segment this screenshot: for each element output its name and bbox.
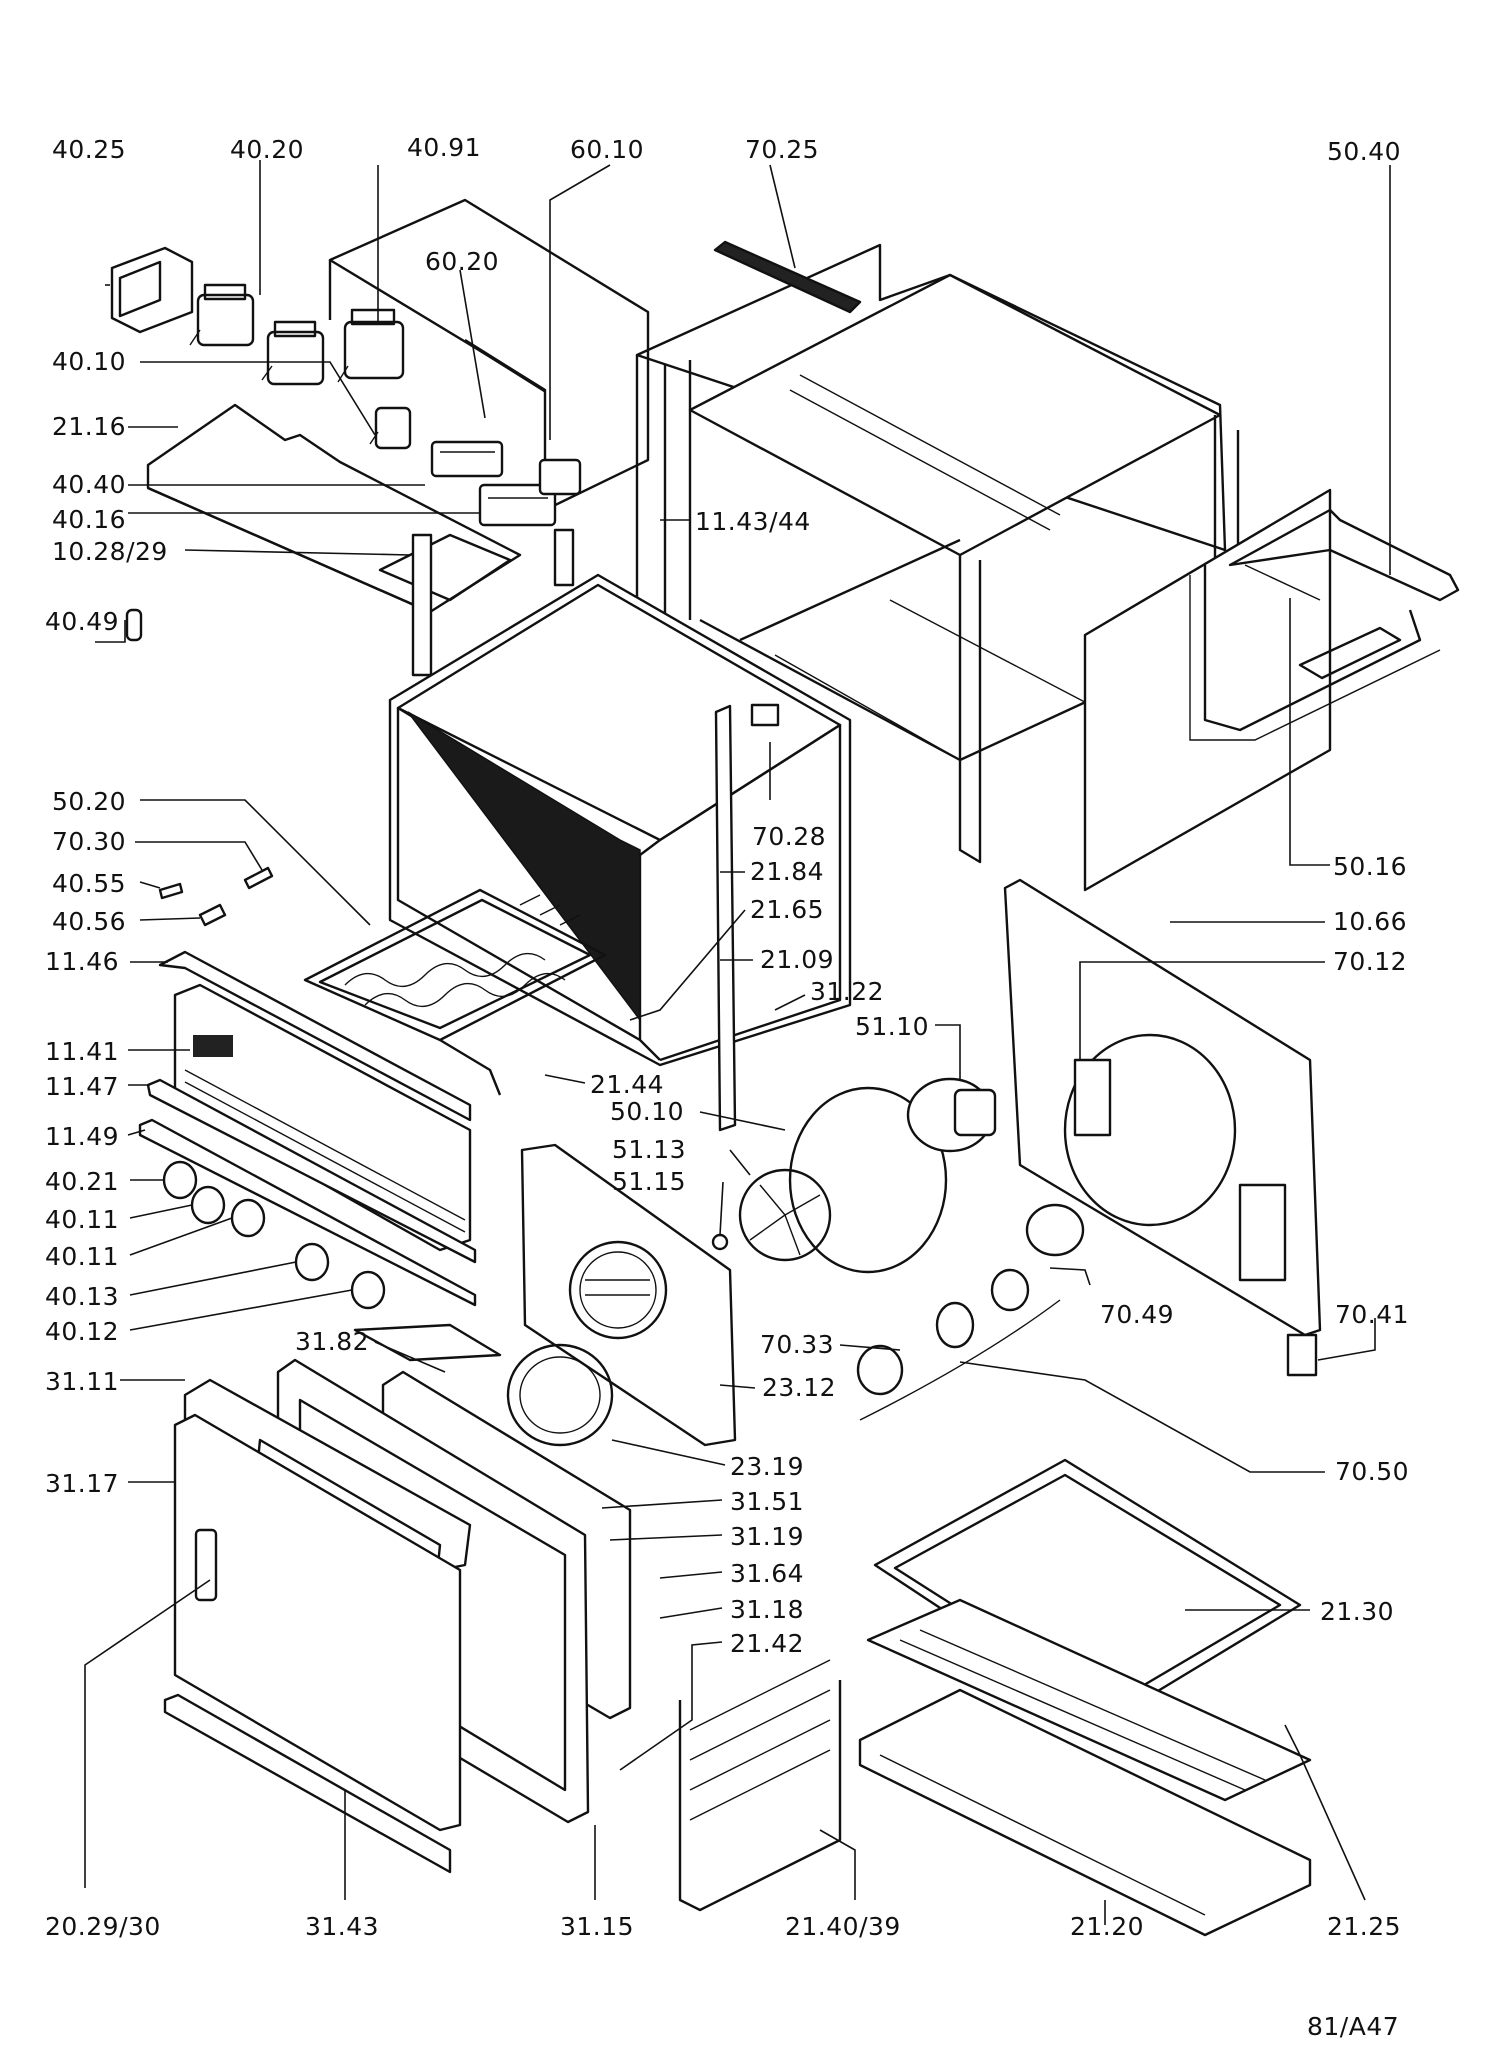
label-40-40: 40.40 — [52, 470, 126, 499]
label-51-13: 51.13 — [612, 1135, 686, 1164]
fan-cover-part — [520, 1143, 737, 1447]
leader-lines — [84, 160, 1391, 1925]
control-knobs-part — [162, 1160, 386, 1310]
control-fascia-part — [158, 950, 472, 1252]
mounting-bracket-part — [411, 528, 575, 677]
label-40-21: 40.21 — [45, 1167, 119, 1196]
shelf-supports-part — [678, 1659, 842, 1912]
label-31-19: 31.19 — [730, 1522, 804, 1551]
label-40-11-a: 40.11 — [45, 1205, 119, 1234]
label-40-11-b: 40.11 — [45, 1242, 119, 1271]
label-21-42: 21.42 — [730, 1629, 804, 1658]
drawing-code: 81/A47 — [1307, 2012, 1399, 2041]
label-21-84: 21.84 — [750, 857, 824, 886]
label-21-09: 21.09 — [760, 945, 834, 974]
fan-blade-part — [711, 1086, 948, 1274]
label-50-10: 50.10 — [610, 1097, 684, 1126]
label-31-51: 31.51 — [730, 1487, 804, 1516]
label-40-25: 40.25 — [52, 135, 126, 164]
label-40-55: 40.55 — [52, 869, 126, 898]
label-70-28: 70.28 — [752, 822, 826, 851]
label-11-43-44: 11.43/44 — [695, 507, 811, 536]
rear-panel-part — [1003, 878, 1322, 1337]
drip-pan-part — [858, 1688, 1312, 1937]
small-fittings-part — [158, 866, 274, 927]
label-10-66: 10.66 — [1333, 907, 1407, 936]
label-70-41: 70.41 — [1335, 1300, 1409, 1329]
label-40-49: 40.49 — [45, 607, 119, 636]
label-70-25: 70.25 — [745, 135, 819, 164]
label-21-65: 21.65 — [750, 895, 824, 924]
selector-switches-part — [189, 283, 325, 386]
label-50-20: 50.20 — [52, 787, 126, 816]
label-31-64: 31.64 — [730, 1559, 804, 1588]
label-70-12: 70.12 — [1333, 947, 1407, 976]
label-60-10: 60.10 — [570, 135, 644, 164]
terminal-blocks-part — [430, 440, 582, 527]
small-switch-part — [369, 406, 412, 450]
label-40-10: 40.10 — [52, 347, 126, 376]
label-23-12: 23.12 — [762, 1373, 836, 1402]
label-40-20: 40.20 — [230, 135, 304, 164]
label-11-49: 11.49 — [45, 1122, 119, 1151]
fan-grille-part — [506, 1343, 614, 1447]
label-40-12: 40.12 — [45, 1317, 119, 1346]
label-50-16: 50.16 — [1333, 852, 1407, 881]
lamp-assembly-part — [856, 1203, 1085, 1421]
grid-shelf-part — [866, 1598, 1312, 1802]
trim-strips-part — [138, 1078, 477, 1307]
label-10-28-29: 10.28/29 — [52, 537, 168, 566]
label-31-11: 31.11 — [45, 1367, 119, 1396]
top-cover-panel-part — [146, 403, 522, 625]
label-23-19: 23.19 — [730, 1452, 804, 1481]
fan-motor-part — [906, 1077, 997, 1153]
label-31-17: 31.17 — [45, 1469, 119, 1498]
label-70-33: 70.33 — [760, 1330, 834, 1359]
control-housing-part — [328, 198, 650, 512]
label-70-50: 70.50 — [1335, 1457, 1409, 1486]
part-labels: 40.25 40.20 40.91 60.10 70.25 50.40 60.2… — [45, 133, 1409, 2041]
bottom-trim-part — [163, 1693, 452, 1874]
label-51-10: 51.10 — [855, 1012, 929, 1041]
inner-door-panel-part — [173, 1413, 462, 1832]
lamp-holder-part — [125, 608, 143, 642]
connector-strip-part — [713, 240, 862, 314]
label-11-41: 11.41 — [45, 1037, 119, 1066]
label-21-44: 21.44 — [590, 1070, 664, 1099]
label-31-18: 31.18 — [730, 1595, 804, 1624]
label-40-13: 40.13 — [45, 1282, 119, 1311]
label-20-29-30: 20.29/30 — [45, 1912, 161, 1941]
label-60-20: 60.20 — [425, 247, 499, 276]
label-40-91: 40.91 — [407, 133, 481, 162]
thermostat-switch-part — [337, 308, 405, 383]
label-21-16: 21.16 — [52, 412, 126, 441]
label-31-82: 31.82 — [295, 1327, 369, 1356]
hinge-bracket-part — [1286, 1333, 1318, 1377]
grill-element-part — [303, 888, 607, 1096]
label-50-40: 50.40 — [1327, 137, 1401, 166]
label-11-47: 11.47 — [45, 1072, 119, 1101]
label-51-15: 51.15 — [612, 1167, 686, 1196]
side-panel-part — [1083, 488, 1460, 892]
timer-display-part — [110, 246, 194, 334]
label-70-49: 70.49 — [1100, 1300, 1174, 1329]
label-31-22: 31.22 — [810, 977, 884, 1006]
label-21-25: 21.25 — [1327, 1912, 1401, 1941]
label-21-20: 21.20 — [1070, 1912, 1144, 1941]
label-40-56: 40.56 — [52, 907, 126, 936]
label-40-16: 40.16 — [52, 505, 126, 534]
label-21-30: 21.30 — [1320, 1597, 1394, 1626]
label-31-15: 31.15 — [560, 1912, 634, 1941]
label-31-43: 31.43 — [305, 1912, 379, 1941]
label-70-30: 70.30 — [52, 827, 126, 856]
label-21-40-39: 21.40/39 — [785, 1912, 901, 1941]
label-11-46: 11.46 — [45, 947, 119, 976]
outer-cabinet-frame-part — [635, 243, 1240, 864]
